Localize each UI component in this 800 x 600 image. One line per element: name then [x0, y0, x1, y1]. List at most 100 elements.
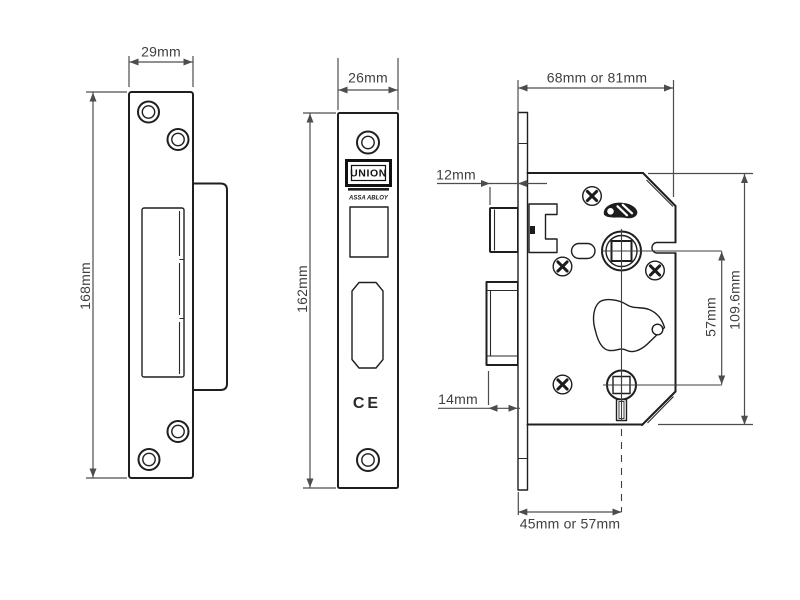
badge-inner-frame — [350, 164, 387, 182]
arrowhead — [741, 174, 748, 183]
screw-hole-outer — [356, 448, 380, 472]
deadbolt — [485, 281, 519, 366]
strike-cutout-dividers — [179, 258, 184, 320]
strike-cutout — [141, 207, 185, 378]
dimension-line — [337, 58, 399, 110]
arrowhead — [481, 180, 490, 187]
strike-screw-hole — [166, 420, 190, 443]
spring-eye — [607, 208, 614, 215]
strike-plate-outline — [128, 91, 194, 479]
arrowhead — [338, 86, 348, 94]
dim-deadbolt-throw: 14mm — [438, 371, 520, 412]
strike-plate-view — [128, 91, 228, 479]
case-top-chamfer-inner — [646, 179, 674, 207]
arrowhead — [518, 84, 528, 92]
spring-hatching — [616, 203, 634, 217]
deadbolt-opening — [351, 281, 384, 369]
strike-lead-lip — [192, 182, 228, 391]
dimension-line — [517, 80, 675, 197]
centres-label: 57mm — [703, 297, 719, 337]
dimension-line — [648, 172, 753, 426]
screw-cross — [556, 378, 569, 391]
phillips-screw — [645, 260, 666, 281]
dimension-line — [517, 492, 622, 515]
faceplate-screw-hole — [356, 448, 380, 472]
arrowhead — [664, 84, 673, 92]
lock-body-view — [485, 111, 722, 512]
case-top-chamfer — [642, 172, 677, 207]
lever-pivot — [651, 323, 664, 336]
dim-case-height: 109.6mm — [648, 172, 753, 426]
screw-cross — [648, 264, 662, 277]
arrowhead — [306, 478, 314, 488]
arrowhead — [488, 404, 498, 412]
latch-projection-label: 12mm — [436, 167, 476, 183]
latch-opening — [349, 206, 389, 258]
screw-hole-outer — [137, 448, 161, 471]
screw-hole-outer — [166, 420, 190, 443]
phillips-screw — [582, 185, 603, 206]
screw-hole-outer — [137, 100, 160, 124]
faceplate-screw-hole — [356, 130, 380, 155]
arrowhead — [612, 508, 622, 516]
brand-text: UNION — [350, 168, 387, 180]
case-edge-slot — [651, 241, 676, 254]
dim-strike-height: 168mm — [77, 91, 127, 479]
forend-joint-lines — [518, 142, 528, 460]
case-depth-label: 68mm or 81mm — [547, 70, 647, 86]
dim-faceplate-height: 162mm — [294, 112, 336, 489]
screw-hole-outer — [356, 130, 380, 155]
strike-width-label: 29mm — [141, 44, 181, 60]
sash-spring-detail — [603, 202, 638, 219]
case-bottom-chamfer-inner — [647, 396, 674, 424]
arrowhead — [89, 92, 97, 102]
strike-screw-hole — [166, 128, 190, 151]
dimension-line — [437, 182, 547, 205]
forend-strip — [517, 111, 529, 491]
screw-hole-inner — [141, 105, 156, 119]
arrowhead — [183, 58, 193, 66]
screw-hole-inner — [361, 135, 375, 150]
dim-centres: 57mm — [703, 251, 726, 385]
dim-backset: 45mm or 57mm — [517, 492, 622, 532]
deadbolt-flange-lines — [486, 289, 518, 357]
dimension-line — [303, 112, 336, 489]
arrowhead — [718, 251, 726, 261]
arrowhead — [741, 415, 748, 425]
screw-hole-outer — [166, 128, 190, 151]
screw-hole-inner — [361, 453, 375, 467]
phillips-screw — [552, 256, 573, 277]
ce-mark: CE — [353, 395, 381, 412]
lock-lever — [592, 298, 666, 353]
arrowhead — [518, 508, 528, 516]
brand-sub-text: ASSA ABLOY — [348, 196, 389, 202]
backset-label: 45mm or 57mm — [520, 516, 620, 532]
lever-body — [592, 298, 666, 353]
oval-slot — [570, 242, 596, 260]
badge-underline — [348, 188, 389, 191]
arrowhead — [518, 180, 527, 187]
strike-screw-hole — [137, 448, 161, 471]
dim-case-depth: 68mm or 81mm — [517, 70, 675, 197]
screw-cross — [556, 260, 569, 273]
arrowhead — [129, 58, 139, 66]
arrowhead — [508, 404, 518, 412]
dimension-line — [128, 56, 194, 87]
faceplate-view: UNION ASSA ABLOY CE — [337, 112, 399, 489]
faceplate-height-label: 162mm — [294, 265, 310, 313]
strike-height-label: 168mm — [77, 262, 93, 310]
faceplate-width-label: 26mm — [348, 70, 388, 86]
strike-screw-hole — [137, 100, 160, 124]
arrowhead — [718, 375, 726, 385]
case-bottom-chamfer — [641, 390, 677, 426]
dimension-line — [86, 91, 127, 479]
latch-mechanism — [528, 203, 558, 254]
phillips-screw — [552, 374, 573, 395]
arrowhead — [306, 113, 314, 123]
deadbolt-throw-label: 14mm — [438, 391, 478, 407]
badge-frame — [345, 159, 392, 187]
dimension-line — [438, 371, 520, 409]
case-height-label: 109.6mm — [727, 270, 743, 330]
